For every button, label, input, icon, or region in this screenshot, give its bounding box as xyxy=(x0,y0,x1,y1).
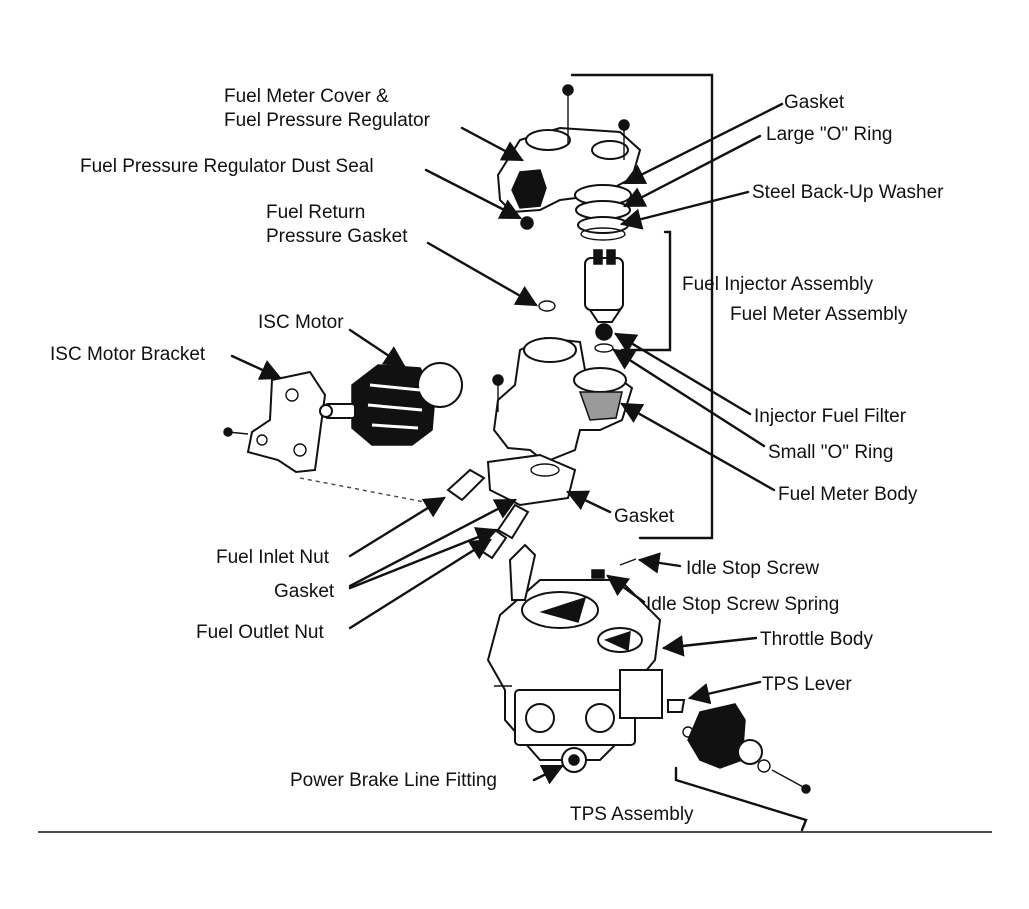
label-small-o-ring: Small "O" Ring xyxy=(768,442,893,463)
fuel-return-gasket-drawing xyxy=(538,300,556,312)
label-isc-motor: ISC Motor xyxy=(258,312,344,333)
label-fuel-meter-assembly: Fuel Meter Assembly xyxy=(730,304,908,325)
label-injector-fuel-filter: Injector Fuel Filter xyxy=(754,406,907,427)
label-gasket-mid: Gasket xyxy=(614,506,675,527)
gasket-mid-hole xyxy=(530,463,560,477)
label-fuel-return-line2: Pressure Gasket xyxy=(266,226,408,247)
label-tps-lever: TPS Lever xyxy=(762,674,852,695)
leader-lines xyxy=(230,102,784,785)
label-idle-stop-screw-spring: Idle Stop Screw Spring xyxy=(646,594,839,615)
tps-assembly-drawing xyxy=(667,699,811,794)
label-fuel-inlet-nut: Fuel Inlet Nut xyxy=(216,547,330,568)
label-fuel-return-line1: Fuel Return xyxy=(266,202,365,223)
label-gasket-left: Gasket xyxy=(274,581,335,602)
throttle-body-drawing xyxy=(486,543,663,773)
label-dust-seal: Fuel Pressure Regulator Dust Seal xyxy=(80,156,374,177)
label-isc-motor-bracket: ISC Motor Bracket xyxy=(50,344,206,365)
label-steel-washer: Steel Back-Up Washer xyxy=(752,182,944,203)
label-tps-assembly: TPS Assembly xyxy=(570,804,694,825)
label-fuel-meter-cover-line2: Fuel Pressure Regulator xyxy=(224,110,431,131)
label-idle-stop-screw: Idle Stop Screw xyxy=(686,558,819,579)
label-fuel-meter-body: Fuel Meter Body xyxy=(778,484,918,505)
label-gasket-top: Gasket xyxy=(784,92,845,113)
idle-stop-screw-drawing xyxy=(591,558,637,579)
gasket-o-ring-stack-drawing xyxy=(574,184,632,241)
tps-assembly-bracket xyxy=(674,766,808,832)
dash-connector xyxy=(299,477,441,506)
label-large-o-ring: Large "O" Ring xyxy=(766,124,893,145)
label-throttle-body: Throttle Body xyxy=(760,629,873,650)
label-power-brake-line-fitting: Power Brake Line Fitting xyxy=(290,770,497,791)
isc-motor-bracket-drawing xyxy=(223,370,327,474)
fuel-meter-body-drawing xyxy=(492,336,634,464)
fuel-injector-drawing xyxy=(584,249,624,353)
fuel-meter-assembly-bracket xyxy=(570,73,714,540)
isc-motor-drawing xyxy=(319,362,463,446)
labels: Fuel Meter Cover & Fuel Pressure Regulat… xyxy=(50,86,944,825)
label-fuel-meter-cover-line1: Fuel Meter Cover & xyxy=(224,86,389,107)
label-fuel-outlet-nut: Fuel Outlet Nut xyxy=(196,622,324,643)
gasket-mid-drawing xyxy=(486,453,577,507)
label-fuel-injector-assembly: Fuel Injector Assembly xyxy=(682,274,874,295)
fuel-injector-assembly-bracket xyxy=(620,230,672,352)
